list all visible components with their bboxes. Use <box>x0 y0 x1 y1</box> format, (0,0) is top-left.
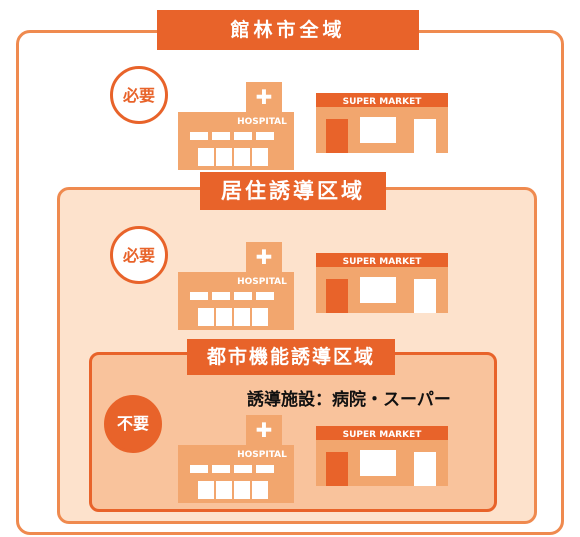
hospital-sign-label: HOSPITAL <box>237 117 287 127</box>
supermarket-sign-label: SUPER MARKET <box>343 257 423 267</box>
supermarket-sign-label: SUPER MARKET <box>343 430 423 440</box>
required-badge-city: 必要 <box>110 66 168 124</box>
zone-title-residential: 居住誘導区域 <box>200 172 386 210</box>
hospital-icon: ✚ HOSPITAL <box>178 82 294 170</box>
supermarket-icon: SUPER MARKET <box>316 426 448 486</box>
induced-facilities-note: 誘導施設：病院・スーパー <box>247 390 451 410</box>
not-required-badge-urban: 不要 <box>104 395 162 453</box>
zone-title-city-whole: 館林市全域 <box>157 10 419 50</box>
hospital-cross-icon: ✚ <box>256 418 273 442</box>
hospital-icon: ✚ HOSPITAL <box>178 415 294 503</box>
supermarket-icon: SUPER MARKET <box>316 93 448 153</box>
required-badge-residential: 必要 <box>110 226 168 284</box>
hospital-cross-icon: ✚ <box>256 85 273 109</box>
supermarket-icon: SUPER MARKET <box>316 253 448 313</box>
supermarket-sign-label: SUPER MARKET <box>343 97 423 107</box>
hospital-sign-label: HOSPITAL <box>237 450 287 460</box>
hospital-icon: ✚ HOSPITAL <box>178 242 294 330</box>
zone-title-urban-function: 都市機能誘導区域 <box>187 339 395 375</box>
hospital-cross-icon: ✚ <box>256 245 273 269</box>
hospital-sign-label: HOSPITAL <box>237 277 287 287</box>
